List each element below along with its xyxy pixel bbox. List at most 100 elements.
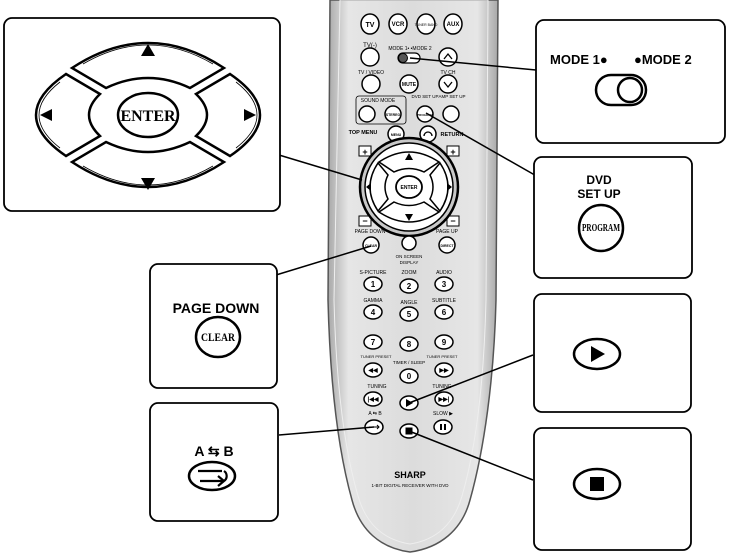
remote-ab-label: A ⇆ B <box>368 411 382 417</box>
program-button[interactable] <box>577 203 625 253</box>
ab-repeat-callout-panel: A ⇆ B <box>149 402 279 522</box>
remote-clear-button[interactable] <box>362 236 380 254</box>
mode2-label: ●MODE 2 <box>634 52 692 67</box>
source-buttons: TV VCR TUNER BAND AUX <box>360 13 463 35</box>
page-down-callout-panel: PAGE DOWN CLEAR <box>149 263 278 389</box>
mode1-label: MODE 1● <box>550 52 608 67</box>
direct-label: DIRECT <box>440 244 454 248</box>
aux-button[interactable] <box>443 13 463 35</box>
tv-power-button[interactable] <box>360 47 380 67</box>
digit-5-label: 5 <box>407 310 412 319</box>
digit-8-label: 8 <box>407 340 412 349</box>
digit-7-label: 7 <box>371 338 376 347</box>
left-arrow-icon <box>40 109 52 121</box>
right-arrow-key[interactable] <box>193 72 262 158</box>
tv-ch-label: TV CH <box>441 70 456 76</box>
digit-1-label: 1 <box>371 280 376 289</box>
digit-1-button[interactable] <box>363 276 383 292</box>
tuner-band-button-label: TUNER BAND <box>415 23 438 27</box>
slow-label: SLOW ▶ <box>433 411 453 417</box>
digit-6-button[interactable] <box>434 304 454 320</box>
digit-5-button[interactable] <box>399 306 419 322</box>
s-picture-label: S-PICTURE <box>360 270 388 276</box>
gamma-label: GAMMA <box>364 298 384 304</box>
svg-text:+: + <box>450 147 455 157</box>
mode-callout-panel: MODE 1● ●MODE 2 <box>535 19 726 144</box>
clear-button-label: CLEAR <box>201 330 235 344</box>
remote-right-key[interactable] <box>429 161 449 213</box>
tv-button-label: TV <box>366 22 375 29</box>
remote-enter-button[interactable] <box>395 175 423 199</box>
fast-forward-button[interactable] <box>434 362 454 378</box>
timer-sleep-label: TIMER / SLEEP <box>393 360 425 365</box>
remote-mode-switch-label: MODE 1• •MODE 2 <box>388 46 431 52</box>
tuning-right-label: TUNING <box>432 384 451 390</box>
menu-button-label: MENU <box>391 133 402 137</box>
up-arrow-key[interactable] <box>69 41 227 90</box>
sound-mute-button[interactable] <box>358 105 376 123</box>
play-callout-panel <box>533 293 692 413</box>
down-arrow-key[interactable] <box>69 140 227 189</box>
subtitle-label: SUBTITLE <box>432 298 457 304</box>
leader-lines <box>275 57 541 481</box>
svg-text:−: − <box>450 216 455 226</box>
svg-text:▶▶|: ▶▶| <box>438 396 450 403</box>
digit-4-label: 4 <box>371 308 376 317</box>
tuning-left-label: TUNING <box>367 384 386 390</box>
ab-repeat-button[interactable] <box>187 460 237 492</box>
down-arrow-icon <box>141 178 155 190</box>
remote-dvd-setup-label: DVD SET UP <box>412 94 439 99</box>
direct-button[interactable] <box>438 236 456 254</box>
tv-video-label: TV / VIDEO <box>358 70 384 76</box>
digit-3-label: 3 <box>442 280 447 289</box>
ch-minus-bar[interactable] <box>446 215 460 227</box>
digit-8-button[interactable] <box>399 336 419 352</box>
zoom-label: ZOOM <box>402 270 417 276</box>
vol-plus-bar[interactable] <box>358 145 372 157</box>
digit-0-button[interactable] <box>399 368 419 384</box>
mute-button[interactable] <box>399 74 419 94</box>
vcr-button-label: VCR <box>392 22 405 28</box>
svg-text:+: + <box>362 147 367 157</box>
remote-up-key[interactable] <box>377 151 441 173</box>
remote-page-down-label: PAGE DOWN <box>355 229 386 235</box>
ch-plus-bar[interactable] <box>446 145 460 157</box>
digit-2-label: 2 <box>407 282 412 291</box>
angle-label: ANGLE <box>401 300 419 306</box>
digit-6-label: 6 <box>442 308 447 317</box>
skip-forward-button[interactable] <box>434 391 454 407</box>
vol-minus-bar[interactable] <box>358 215 372 227</box>
ch-down-button[interactable] <box>438 74 458 94</box>
on-screen-button[interactable] <box>401 235 417 251</box>
remote-amp-setup-label: AMP SET UP <box>438 94 465 99</box>
surround-button[interactable] <box>442 105 460 123</box>
digit-9-button[interactable] <box>434 334 454 350</box>
tuner-band-button[interactable] <box>416 13 436 35</box>
mode-switch-knob <box>616 76 644 104</box>
skip-back-button[interactable] <box>363 391 383 407</box>
vcr-button[interactable] <box>388 13 408 35</box>
remote-program-button[interactable] <box>416 105 434 123</box>
stereo-button[interactable] <box>384 105 402 123</box>
pause-button[interactable] <box>433 419 453 435</box>
ch-up-button[interactable] <box>438 47 458 67</box>
digit-9-label: 9 <box>442 338 447 347</box>
digit-7-button[interactable] <box>363 334 383 350</box>
tv-video-button[interactable] <box>361 74 381 94</box>
top-menu-label: TOP MENU <box>349 130 378 136</box>
clear-button[interactable] <box>194 315 242 359</box>
digit-4-button[interactable] <box>363 304 383 320</box>
brand-logo: SHARP <box>394 470 426 480</box>
remote-left-key[interactable] <box>369 161 389 213</box>
left-arrow-key[interactable] <box>34 72 103 158</box>
remote-dpad: ENTER <box>358 136 460 238</box>
tv-button[interactable] <box>360 13 380 35</box>
program-button-label: PROGRAM <box>582 223 620 234</box>
setup-label: SET UP <box>577 187 620 201</box>
rewind-button[interactable] <box>363 362 383 378</box>
dvd-label: DVD <box>586 173 612 187</box>
remote-down-key[interactable] <box>377 201 441 223</box>
enter-button[interactable] <box>116 91 180 139</box>
digit-3-button[interactable] <box>434 276 454 292</box>
digit-2-button[interactable] <box>399 278 419 294</box>
